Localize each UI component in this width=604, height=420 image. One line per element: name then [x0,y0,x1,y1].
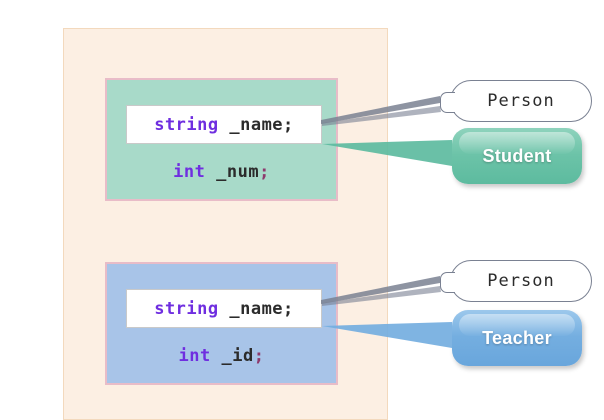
teacher-inherited-field-keyword: string [154,298,219,319]
teacher-base-class-label: Person [487,271,555,291]
student-own-field-identifier: _num [205,162,260,182]
teacher-class-label: Teacher [482,327,552,348]
student-inherited-field-text: string _name; [154,115,294,135]
teacher-inherited-field-terminator: ; [283,298,294,319]
teacher-own-field-identifier: _id [210,346,254,366]
diagram-canvas: string _name; int _num; Person Student s… [63,28,592,420]
teacher-inherited-field-text: string _name; [154,299,294,319]
student-class-label: Student [482,145,552,166]
student-inherited-field-keyword: string [154,114,219,135]
student-class-box[interactable]: Student [452,128,582,184]
teacher-inherited-field-box[interactable]: string _name; [126,289,322,328]
teacher-class-box[interactable]: Teacher [452,310,582,366]
teacher-own-field-text: int _id; [179,346,265,366]
student-object-panel[interactable]: string _name; int _num; [105,78,338,201]
student-inherited-field-box[interactable]: string _name; [126,105,322,144]
student-own-field-line: int _num; [107,162,336,182]
callout-tail-icon [440,92,458,113]
student-inherited-field-identifier: _name [218,114,284,135]
student-base-class-callout[interactable]: Person [440,80,592,122]
teacher-inherited-field-identifier: _name [218,298,284,319]
student-base-class-label: Person [487,91,555,111]
teacher-own-field-line: int _id; [107,346,336,366]
callout-tail-icon [440,272,458,293]
teacher-own-field-keyword: int [178,346,211,366]
teacher-object-panel[interactable]: string _name; int _id; [105,262,338,385]
student-own-field-terminator: ; [259,162,270,182]
student-inherited-field-terminator: ; [283,114,294,135]
student-own-field-keyword: int [173,162,206,182]
teacher-base-class-callout[interactable]: Person [440,260,592,302]
teacher-own-field-terminator: ; [253,346,265,366]
student-own-field-text: int _num; [173,162,270,182]
